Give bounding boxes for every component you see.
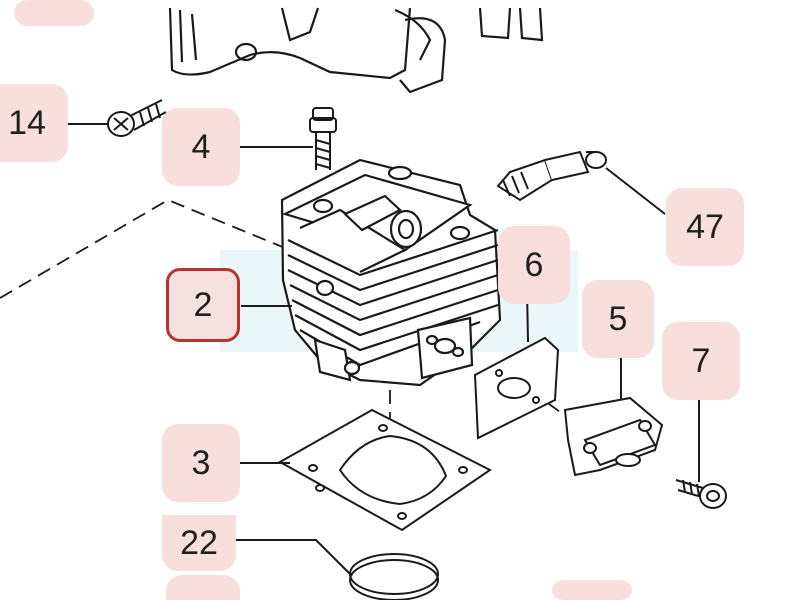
spark-plug-47 <box>496 150 607 202</box>
callout-2-selected[interactable]: 2 <box>166 268 240 342</box>
callout-label: 7 <box>691 341 711 380</box>
callout-label: 4 <box>191 127 211 166</box>
callout-label: 6 <box>524 245 544 284</box>
piston-ring-22 <box>349 553 439 600</box>
engine-housing-part <box>168 7 544 94</box>
callout-6[interactable]: 6 <box>498 226 570 304</box>
screw-7 <box>675 479 727 509</box>
gasket-6 <box>473 336 560 440</box>
leader-lines <box>40 123 700 577</box>
cylinder-2 <box>280 158 502 387</box>
callout-22[interactable]: 22 <box>162 515 236 571</box>
partial-callout-bottom-right <box>552 580 632 600</box>
callout-47[interactable]: 47 <box>666 188 744 266</box>
callout-14[interactable]: 14 <box>0 84 68 162</box>
callout-label: 47 <box>686 207 724 246</box>
callout-5[interactable]: 5 <box>582 280 654 358</box>
callout-4[interactable]: 4 <box>162 108 240 186</box>
screw-14 <box>107 99 167 137</box>
callout-3[interactable]: 3 <box>162 424 240 502</box>
callout-label: 2 <box>193 285 213 324</box>
callout-label: 14 <box>8 103 46 142</box>
callout-label: 22 <box>180 523 218 562</box>
callout-label: 3 <box>191 443 211 482</box>
bolt-4 <box>309 107 337 170</box>
gasket-3 <box>277 408 492 532</box>
callout-partial-bottom <box>166 575 240 600</box>
intake-5 <box>563 396 664 477</box>
callout-label: 5 <box>608 299 628 338</box>
callout-7[interactable]: 7 <box>662 322 740 400</box>
partial-callout-top <box>14 0 94 26</box>
